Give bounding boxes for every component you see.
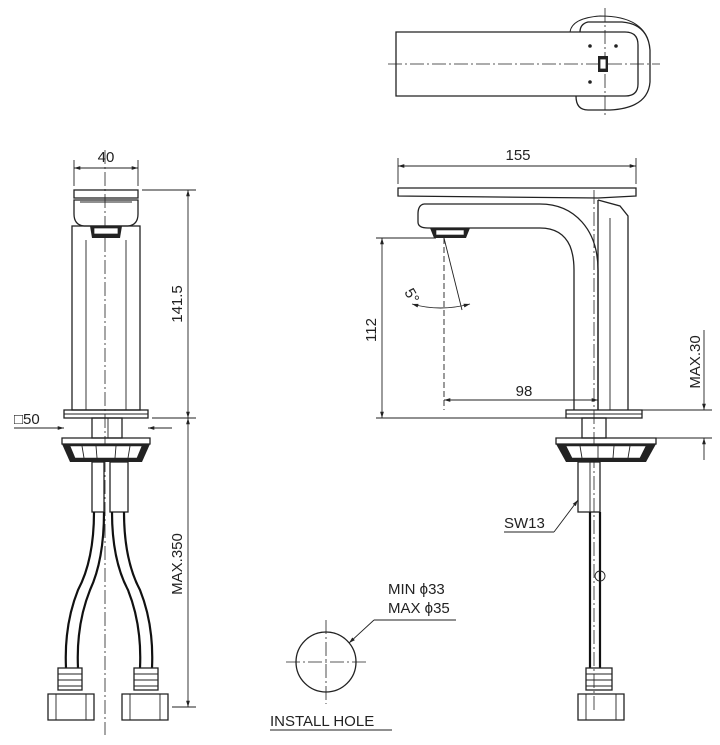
dim-angle-5: 5° [401,286,423,307]
dim-width-40: 40 [98,149,115,166]
front-dimensions: 40 141.5 MAX.350 □50 [14,149,196,708]
install-hole-min: MIN ϕ33 [388,581,445,598]
install-hole-circle [295,631,357,693]
dim-sw13: SW13 [504,515,545,532]
install-hole-title: INSTALL HOLE [270,713,374,730]
side-view [397,187,657,721]
dim-max-30: MAX.30 [687,335,704,388]
side-dimensions: 155 112 98 5° MAX.30 SW13 [363,147,712,533]
install-hole-view: MIN ϕ33 MAX ϕ35 INSTALL HOLE [270,581,456,731]
dim-height-141-5: 141.5 [169,285,186,323]
front-view [47,150,169,735]
dim-length-155: 155 [505,147,530,164]
top-view [388,8,660,118]
dim-base-50: □50 [14,411,40,428]
dim-reach-98: 98 [516,383,533,400]
dim-max-350: MAX.350 [169,533,186,595]
dim-height-112: 112 [363,318,380,342]
install-hole-max: MAX ϕ35 [388,600,450,617]
